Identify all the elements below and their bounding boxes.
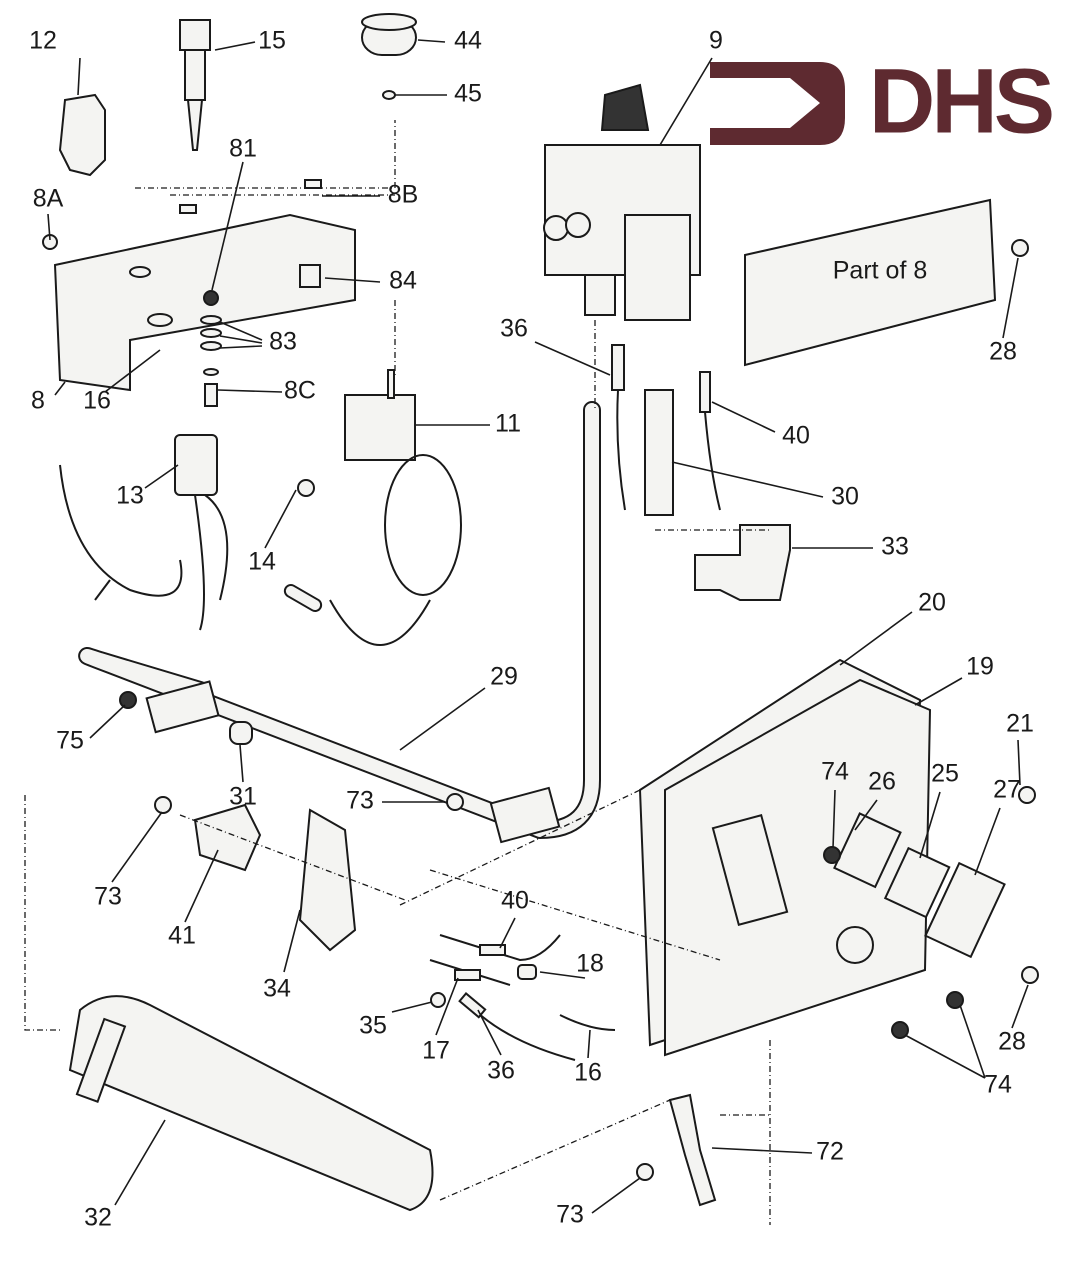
label-30: 30 (831, 483, 859, 511)
screw-73 (446, 793, 464, 811)
label-16: 16 (574, 1059, 602, 1087)
part-34-bracket (298, 808, 357, 952)
label-26: 26 (868, 768, 896, 796)
label-35: 35 (359, 1012, 387, 1040)
label-29: 29 (490, 663, 518, 691)
label-31: 31 (229, 783, 257, 811)
label-34: 34 (263, 975, 291, 1003)
part-30-nipple (644, 389, 674, 516)
part-41-bracket (193, 803, 262, 872)
label-27: 27 (993, 776, 1021, 804)
label-74: 74 (821, 758, 849, 786)
screw-73 (154, 796, 172, 814)
part-31-orifice (229, 721, 253, 745)
label-15: 15 (258, 27, 286, 55)
screw-28 (1021, 966, 1039, 984)
part-27-gasket (924, 861, 1006, 959)
part-74-nut (946, 991, 964, 1009)
label-12: 12 (29, 27, 57, 55)
svg-text:DHS: DHS (869, 50, 1052, 152)
label-9: 9 (709, 27, 723, 55)
part-40-connector (699, 371, 711, 413)
screw-73 (636, 1163, 654, 1181)
part-13-switch (59, 434, 229, 631)
label-73: 73 (346, 787, 374, 815)
panel-note: Part of 8 (833, 257, 928, 285)
label-8b: 8B (388, 181, 419, 209)
label-40: 40 (501, 887, 529, 915)
dhs-logo: DHS (710, 50, 1056, 152)
label-11: 11 (495, 410, 521, 438)
label-14: 14 (248, 548, 276, 576)
label-18: 18 (576, 950, 604, 978)
part-74-nut (823, 846, 841, 864)
assembly-lines (24, 120, 771, 1225)
label-41: 41 (168, 922, 196, 950)
label-83: 83 (269, 328, 297, 356)
part-44-knob (361, 13, 417, 100)
label-74: 74 (984, 1071, 1012, 1099)
part-labels: 12 15 44 45 9 81 8B 8A 84 83 8 16 8C 11 … (29, 27, 1034, 1232)
label-19: 19 (966, 653, 994, 681)
part-9-gas-valve (543, 83, 701, 321)
label-28: 28 (989, 338, 1017, 366)
part-8-bracket (42, 179, 356, 392)
label-21: 21 (1006, 710, 1034, 738)
part-74-nut (891, 1021, 909, 1039)
part-83-washers (200, 290, 222, 407)
label-84: 84 (389, 267, 417, 295)
label-17: 17 (422, 1037, 450, 1065)
part-36-nut (611, 344, 625, 391)
part-19-20-plates (638, 658, 932, 1057)
label-8c: 8C (284, 377, 316, 405)
label-33: 33 (881, 533, 909, 561)
label-72: 72 (816, 1138, 844, 1166)
part-32-burner (68, 995, 434, 1212)
label-44: 44 (454, 27, 482, 55)
label-16: 16 (83, 387, 111, 415)
part-75-nut (119, 691, 137, 709)
label-73: 73 (94, 883, 122, 911)
label-45: 45 (454, 80, 482, 108)
label-8: 8 (31, 387, 45, 415)
part-11-thermostat (283, 369, 462, 646)
part-12-cover (58, 93, 106, 177)
screw-28 (1011, 239, 1029, 257)
part-26-gasket (833, 812, 902, 889)
part-29-pipe (78, 401, 601, 844)
screw-14 (297, 479, 315, 497)
label-36: 36 (487, 1057, 515, 1085)
label-73: 73 (556, 1201, 584, 1229)
label-25: 25 (931, 760, 959, 788)
part-72-bracket (668, 1093, 717, 1207)
label-36: 36 (500, 315, 528, 343)
label-81: 81 (229, 135, 257, 163)
part-33-elbow (694, 524, 791, 601)
panel-part-of-8: Part of 8 (744, 198, 997, 367)
label-20: 20 (918, 589, 946, 617)
label-28: 28 (998, 1028, 1026, 1056)
leader-lines (47, 39, 1029, 1214)
label-8a: 8A (33, 185, 64, 213)
part-15-igniter (179, 19, 211, 151)
label-13: 13 (116, 482, 144, 510)
screw-21 (1018, 786, 1036, 804)
part-25-gasket (883, 846, 951, 919)
label-32: 32 (84, 1204, 112, 1232)
label-75: 75 (56, 727, 84, 755)
label-40: 40 (782, 422, 810, 450)
